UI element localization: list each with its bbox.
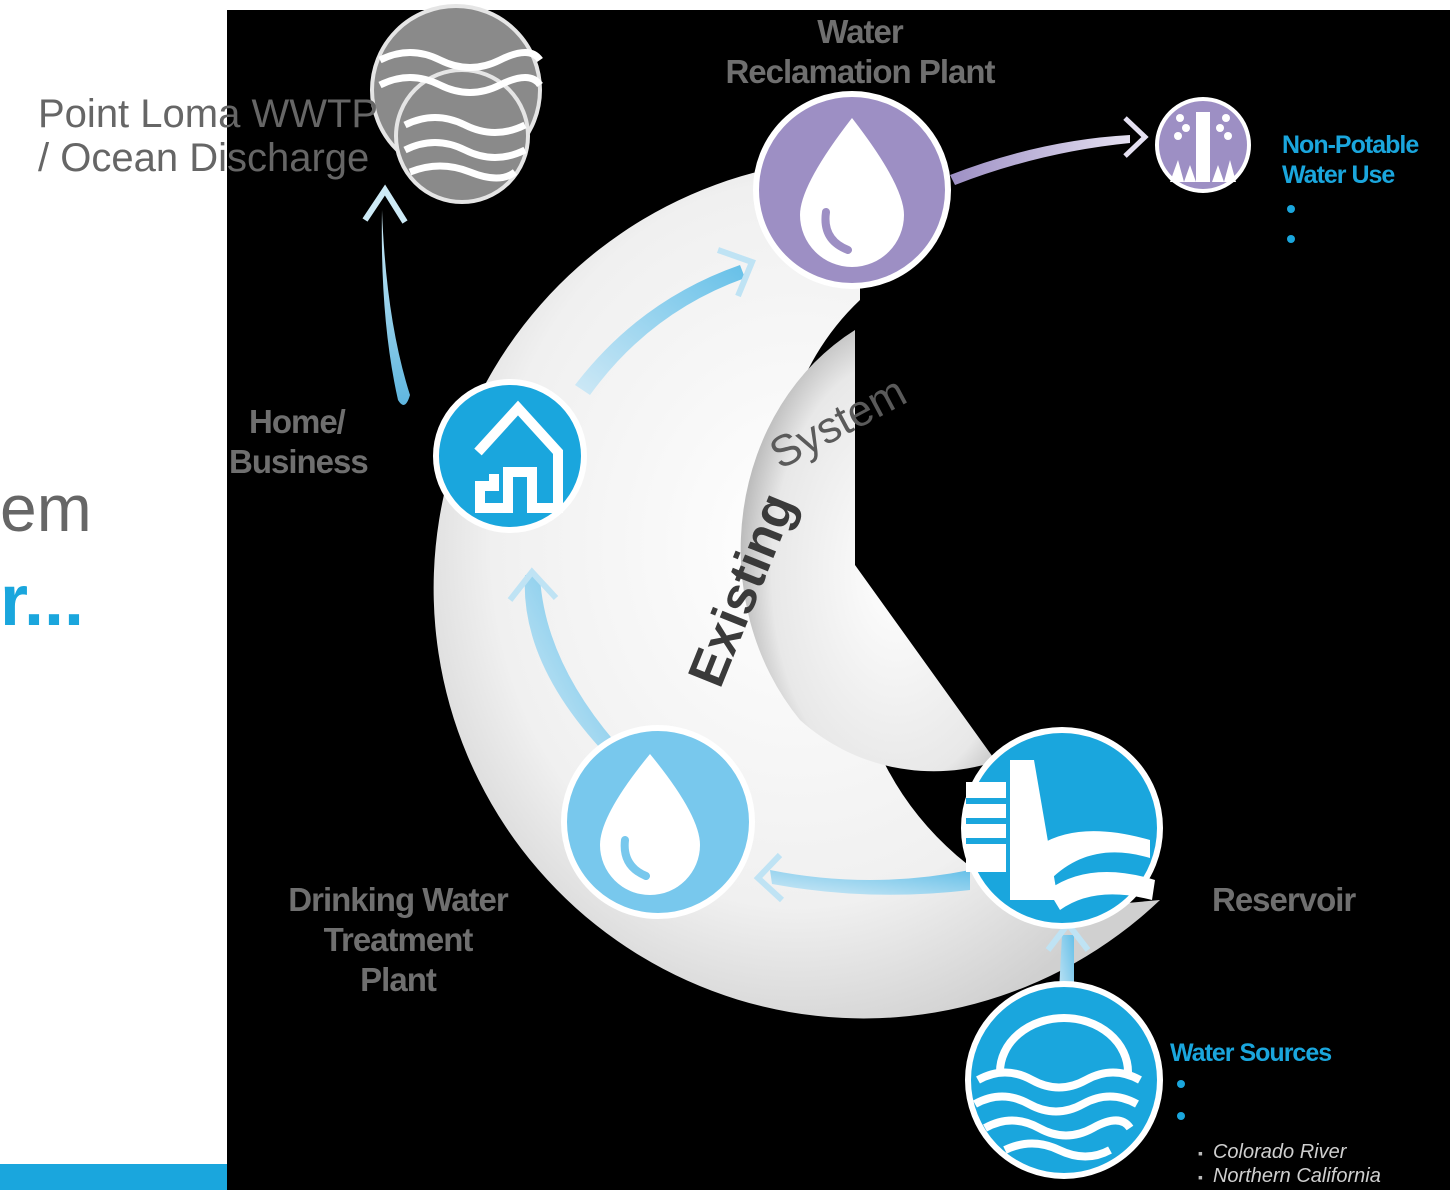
sprinkler-icon	[1170, 112, 1236, 182]
point-loma-label: Point Loma WWTP / Ocean Discharge	[38, 92, 378, 180]
non-potable-label: Non-Potable Water Use	[1282, 130, 1419, 190]
slide-subheading-fragment: r...	[0, 561, 85, 641]
water-source-item: Colorado River	[1198, 1140, 1346, 1165]
drinking-water-label-line2: Treatment	[323, 921, 474, 958]
home-business-label: Home/ Business	[229, 402, 379, 482]
water-waves-icon	[973, 1014, 1142, 1161]
drinking-water-node	[561, 725, 755, 919]
drinking-water-label-line3: Plant	[360, 961, 437, 998]
water-sources-node	[965, 981, 1163, 1179]
non-potable-bullet	[1287, 235, 1295, 243]
water-reclamation-label-line2: Reclamation Plant	[725, 53, 995, 90]
dam-icon	[966, 760, 1155, 910]
non-potable-label-line2: Water Use	[1282, 161, 1395, 189]
water-reclamation-label: Water Reclamation Plant	[700, 12, 1020, 92]
water-source-item: Northern California	[1198, 1164, 1381, 1189]
home-business-node	[433, 379, 587, 533]
water-sources-bullet	[1177, 1112, 1185, 1120]
point-loma-node	[370, 4, 543, 204]
water-sources-label: Water Sources	[1170, 1039, 1332, 1067]
drinking-water-label-line1: Drinking Water	[288, 881, 508, 918]
drinking-water-label: Drinking Water Treatment Plant	[258, 880, 538, 1000]
home-business-label-line2: Business	[229, 443, 369, 480]
slide-heading-fragment: em	[0, 471, 92, 545]
ocean-waves-icon	[378, 49, 543, 182]
water-sources-bullet	[1177, 1080, 1185, 1088]
water-reclamation-node	[753, 91, 951, 289]
reservoir-label: Reservoir	[1212, 881, 1356, 918]
point-loma-label-line1: Point Loma WWTP	[38, 92, 379, 136]
non-potable-node	[1155, 97, 1251, 193]
water-reclamation-label-line1: Water	[817, 13, 903, 50]
point-loma-label-line2: / Ocean Discharge	[38, 136, 370, 180]
house-icon	[474, 400, 563, 513]
non-potable-label-line1: Non-Potable	[1282, 131, 1419, 159]
home-business-label-line1: Home/	[249, 403, 346, 440]
non-potable-bullet	[1287, 205, 1295, 213]
reservoir-node	[961, 727, 1163, 929]
accent-bar	[0, 1164, 227, 1190]
